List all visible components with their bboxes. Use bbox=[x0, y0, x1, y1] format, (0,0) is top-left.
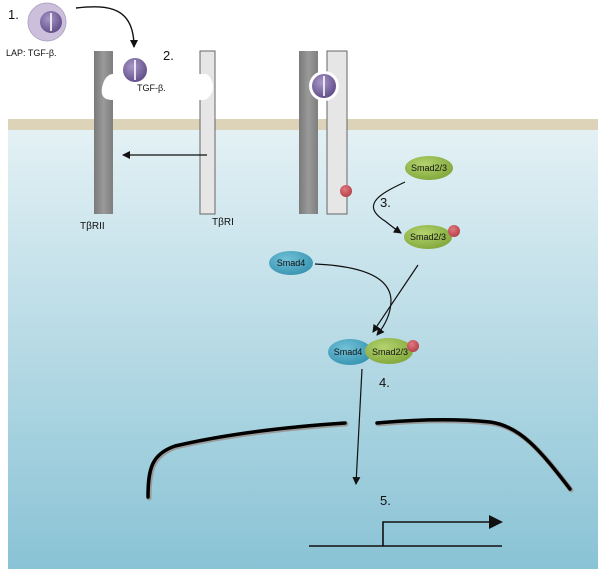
tgf-beta-label: TGF-β. bbox=[137, 83, 166, 93]
nuclear-envelope-left bbox=[146, 421, 347, 499]
tbri-label: TβRI bbox=[212, 217, 234, 228]
step-1-label: 1. bbox=[8, 7, 19, 22]
complex-smad4 bbox=[328, 339, 372, 365]
smad4-arrow bbox=[314, 263, 392, 336]
step-2-label: 2. bbox=[163, 48, 174, 63]
nuclear-envelope-right bbox=[375, 418, 572, 491]
release-arrow bbox=[75, 6, 138, 48]
phosphate-receptor bbox=[340, 185, 352, 197]
step-3-label: 3. bbox=[380, 195, 391, 210]
smad23-phosphorylated bbox=[404, 225, 452, 249]
phosphorylation-arrow bbox=[372, 181, 406, 234]
complex-smad4-label: Smad4 bbox=[334, 347, 363, 357]
phosphate-smad23 bbox=[448, 225, 460, 237]
ligand-binding-pocket bbox=[101, 74, 200, 100]
phosphate-complex bbox=[407, 340, 419, 352]
transcription-start-site bbox=[382, 521, 490, 546]
lap-tgf-beta-complex bbox=[27, 2, 67, 42]
smad4-label-free: Smad4 bbox=[277, 258, 306, 268]
smad23-arrow bbox=[372, 264, 419, 333]
complex-smad23-label: Smad2/3 bbox=[372, 347, 408, 357]
bound-tgf-beta-ligand bbox=[309, 71, 339, 101]
complex-smad23 bbox=[365, 338, 413, 364]
translocation-arrow bbox=[352, 368, 363, 485]
smad23-unphosphorylated bbox=[405, 156, 453, 180]
tgf-beta-ligand bbox=[123, 58, 147, 82]
tbrii-label: TβRII bbox=[80, 221, 105, 232]
smad4-free bbox=[269, 251, 313, 275]
step-5-label: 5. bbox=[380, 493, 391, 508]
smad23-label-phos: Smad2/3 bbox=[410, 232, 446, 242]
lap-tgf-beta-label: LAP: TGF-β. bbox=[6, 48, 57, 58]
smad23-label-free: Smad2/3 bbox=[411, 163, 447, 173]
transcription-arrowhead bbox=[489, 515, 503, 529]
step-4-label: 4. bbox=[379, 375, 390, 390]
